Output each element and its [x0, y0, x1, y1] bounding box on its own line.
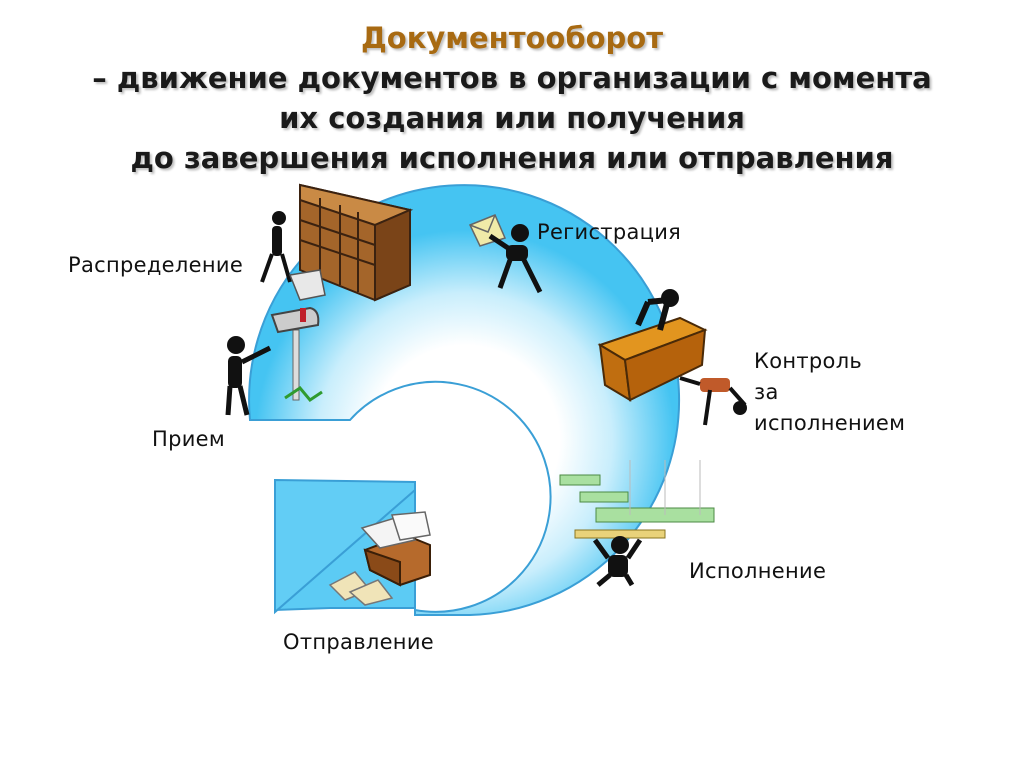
worker-figure-icon [225, 336, 272, 416]
worker-figure-icon [635, 289, 679, 331]
bookcase-icon [299, 183, 414, 302]
stage-label-control-3: исполнением [754, 411, 906, 435]
planks-icon [559, 460, 715, 539]
title-term: Документооборот [360, 21, 664, 55]
mailbox-icon [270, 306, 323, 402]
worker-figure-icon [592, 536, 643, 587]
cycle-arrow-head [274, 478, 416, 615]
stage-label-receiving: Прием [152, 427, 226, 451]
stage-label-control-1: Контроль [754, 349, 863, 373]
stage-label-control-2: за [754, 380, 779, 404]
paper-icon [288, 269, 326, 301]
worker-figure-icon [679, 376, 747, 426]
desk-icon [597, 316, 708, 402]
letters-icon [328, 571, 394, 606]
box-icon [360, 511, 431, 587]
title-line-1: – движение документов в организации с мо… [92, 61, 932, 95]
title-line-3: до завершения исполнения или отправления [130, 141, 894, 175]
worker-figure-icon [260, 211, 292, 283]
stage-label-distribution: Распределение [68, 253, 244, 277]
title-line-2: их создания или получения [279, 101, 745, 135]
stage-label-execution: Исполнение [689, 559, 827, 583]
stage-label-registration: Регистрация [537, 220, 682, 244]
stage-label-sending: Отправление [283, 630, 435, 654]
worker-figure-icon [488, 224, 543, 294]
